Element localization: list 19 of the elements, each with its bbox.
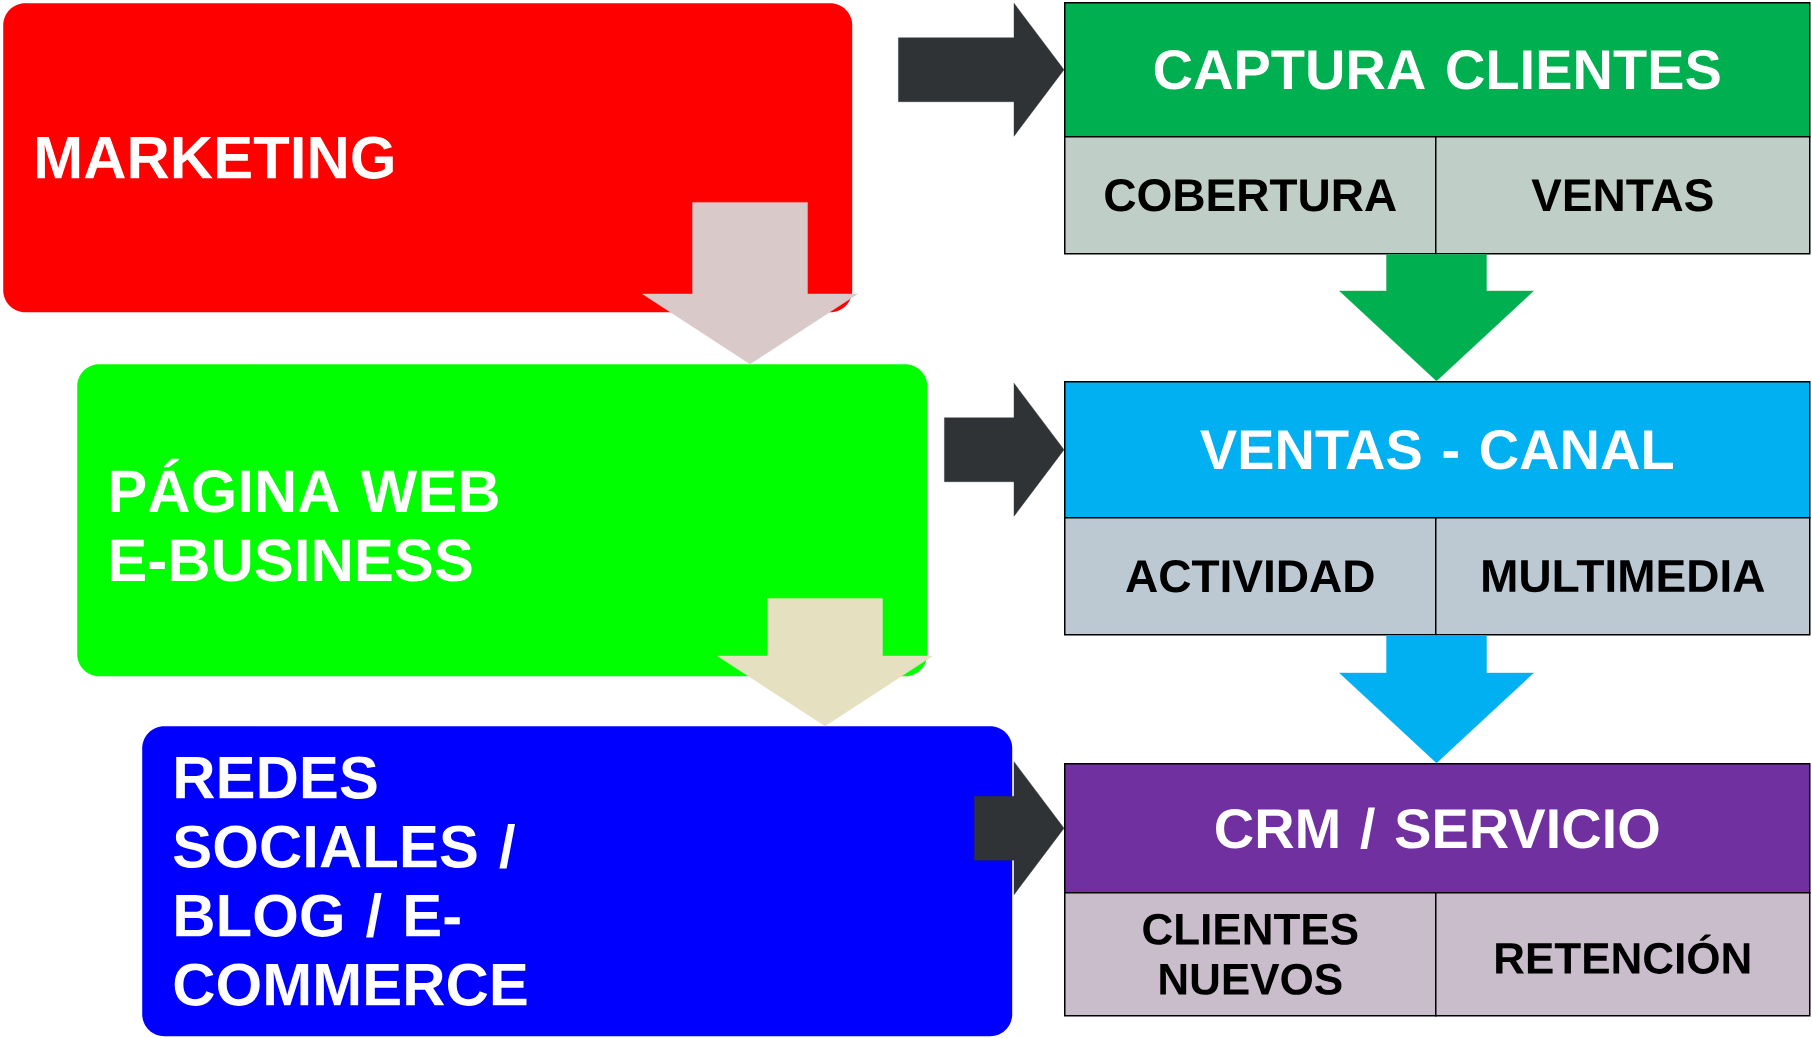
cell-box: ACTIVIDAD xyxy=(1064,517,1437,636)
block-arrow xyxy=(1339,254,1534,382)
header-box: CRM / SERVICIO xyxy=(1064,763,1811,894)
cell-box: VENTAS xyxy=(1435,136,1811,255)
cell-box: RETENCIÓN xyxy=(1435,892,1811,1017)
rounded-box: PÁGINA WEB E-BUSINESS xyxy=(77,364,928,677)
header-box: CAPTURA CLIENTES xyxy=(1064,2,1811,138)
block-arrow xyxy=(898,3,1065,137)
block-arrow xyxy=(944,383,1065,517)
rounded-box: MARKETING xyxy=(3,3,853,313)
block-arrow xyxy=(717,598,933,727)
block-arrow xyxy=(1339,635,1534,764)
header-box: VENTAS - CANAL xyxy=(1064,381,1811,519)
cell-box: CLIENTES NUEVOS xyxy=(1064,892,1437,1017)
cell-box: COBERTURA xyxy=(1064,136,1437,255)
cell-box: MULTIMEDIA xyxy=(1435,517,1811,636)
block-arrow xyxy=(974,761,1065,895)
rounded-box: REDES SOCIALES / BLOG / E-COMMERCE xyxy=(142,726,1013,1037)
block-arrow xyxy=(642,202,858,365)
